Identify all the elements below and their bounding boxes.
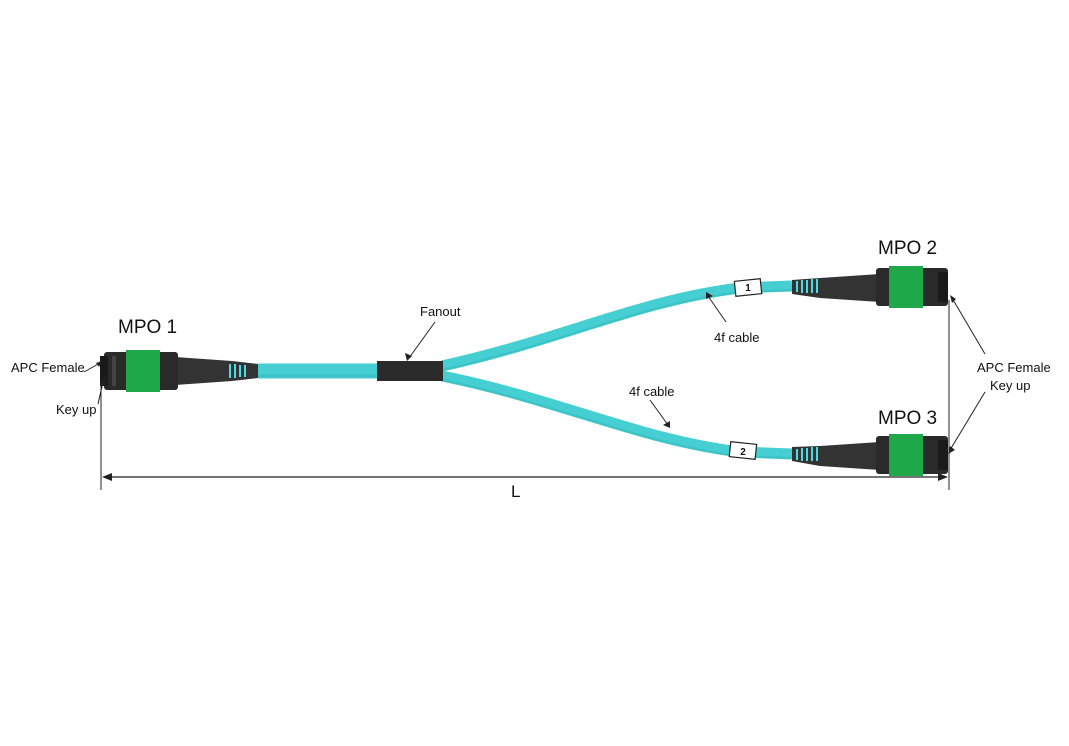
cable-bottom-label: 4f cable <box>629 384 675 399</box>
fanout-label: Fanout <box>420 304 461 319</box>
mpo2-connector <box>792 266 948 308</box>
mpo1-label: MPO 1 <box>118 317 177 338</box>
branch-cable-bottom <box>440 370 793 460</box>
cable-tag-1: 1 <box>733 278 763 297</box>
leader-lines <box>83 295 986 451</box>
mpo3-label: MPO 3 <box>878 408 937 429</box>
branch-cable-top <box>440 280 793 372</box>
length-label: L <box>511 482 520 501</box>
cables <box>258 280 793 460</box>
apc-female-right-label: APC Female <box>977 360 1051 375</box>
svg-text:1: 1 <box>745 283 751 294</box>
fanout-block <box>377 361 443 381</box>
length-dimension <box>100 300 950 490</box>
key-up-right-label: Key up <box>990 378 1030 393</box>
mpo3-connector <box>792 434 948 476</box>
leader-arrowheads <box>96 292 956 454</box>
key-up-left-label: Key up <box>56 402 96 417</box>
mpo1-connector <box>100 350 258 392</box>
cable-top-label: 4f cable <box>714 330 760 345</box>
apc-female-left-label: APC Female <box>11 360 85 375</box>
cable-tag-2: 2 <box>728 441 758 460</box>
mpo2-label: MPO 2 <box>878 238 937 259</box>
svg-text:2: 2 <box>740 447 746 458</box>
